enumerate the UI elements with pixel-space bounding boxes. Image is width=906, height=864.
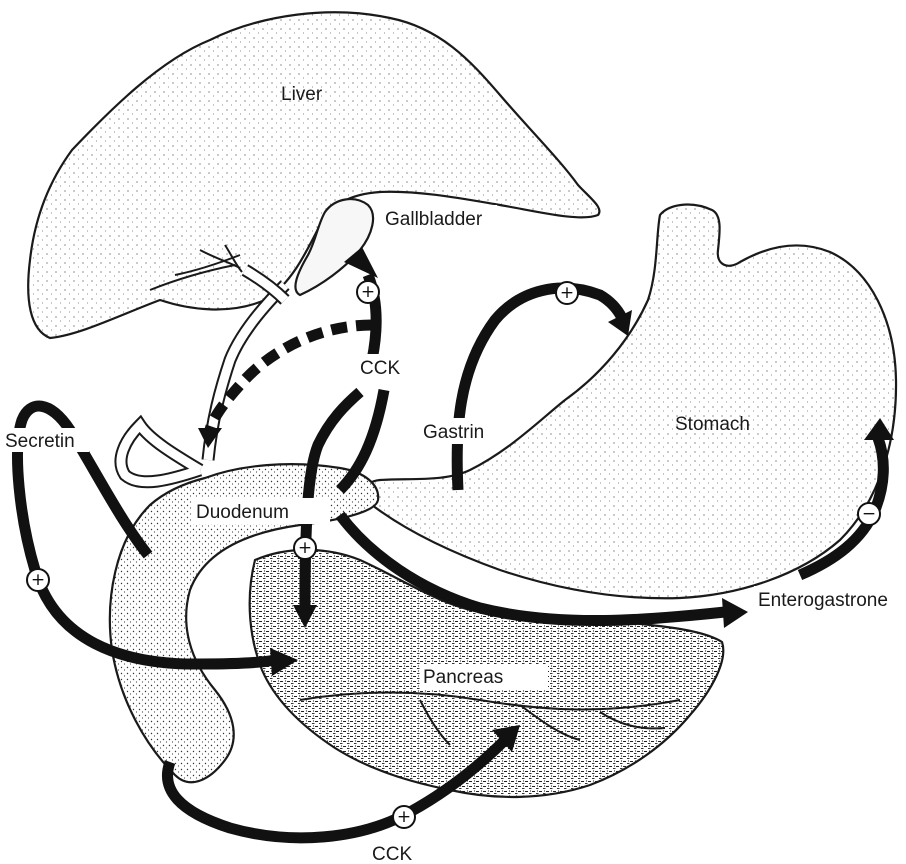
svg-text:+: + [560, 283, 574, 303]
label-enterogastrone: Enterogastrone [758, 590, 888, 611]
sign-cck-pancreas: + [294, 537, 316, 559]
label-pancreas: Pancreas [423, 667, 503, 688]
svg-text:+: + [298, 538, 312, 558]
svg-text:+: + [361, 282, 375, 302]
label-secretin: Secretin [5, 431, 75, 452]
sign-gastrin-stomach: + [556, 282, 578, 304]
label-cck-top: CCK [360, 358, 400, 379]
label-duodenum: Duodenum [196, 502, 289, 523]
label-liver: Liver [281, 84, 323, 105]
sign-cck-gallbladder: + [357, 281, 379, 303]
sign-enterogastrone-stomach: − [858, 503, 880, 525]
stomach [364, 205, 896, 599]
label-gallbladder: Gallbladder [385, 209, 483, 230]
arrow-cck-to-gallbladder [344, 247, 378, 360]
svg-text:−: − [862, 504, 876, 524]
sign-secretin-pancreas: + [27, 569, 49, 591]
svg-text:+: + [397, 807, 411, 827]
label-stomach: Stomach [675, 414, 750, 435]
sign-cck-bottom-pancreas: + [393, 806, 415, 828]
label-gastrin: Gastrin [423, 422, 484, 443]
label-cck-bottom: CCK [372, 844, 412, 864]
svg-text:+: + [31, 570, 45, 590]
